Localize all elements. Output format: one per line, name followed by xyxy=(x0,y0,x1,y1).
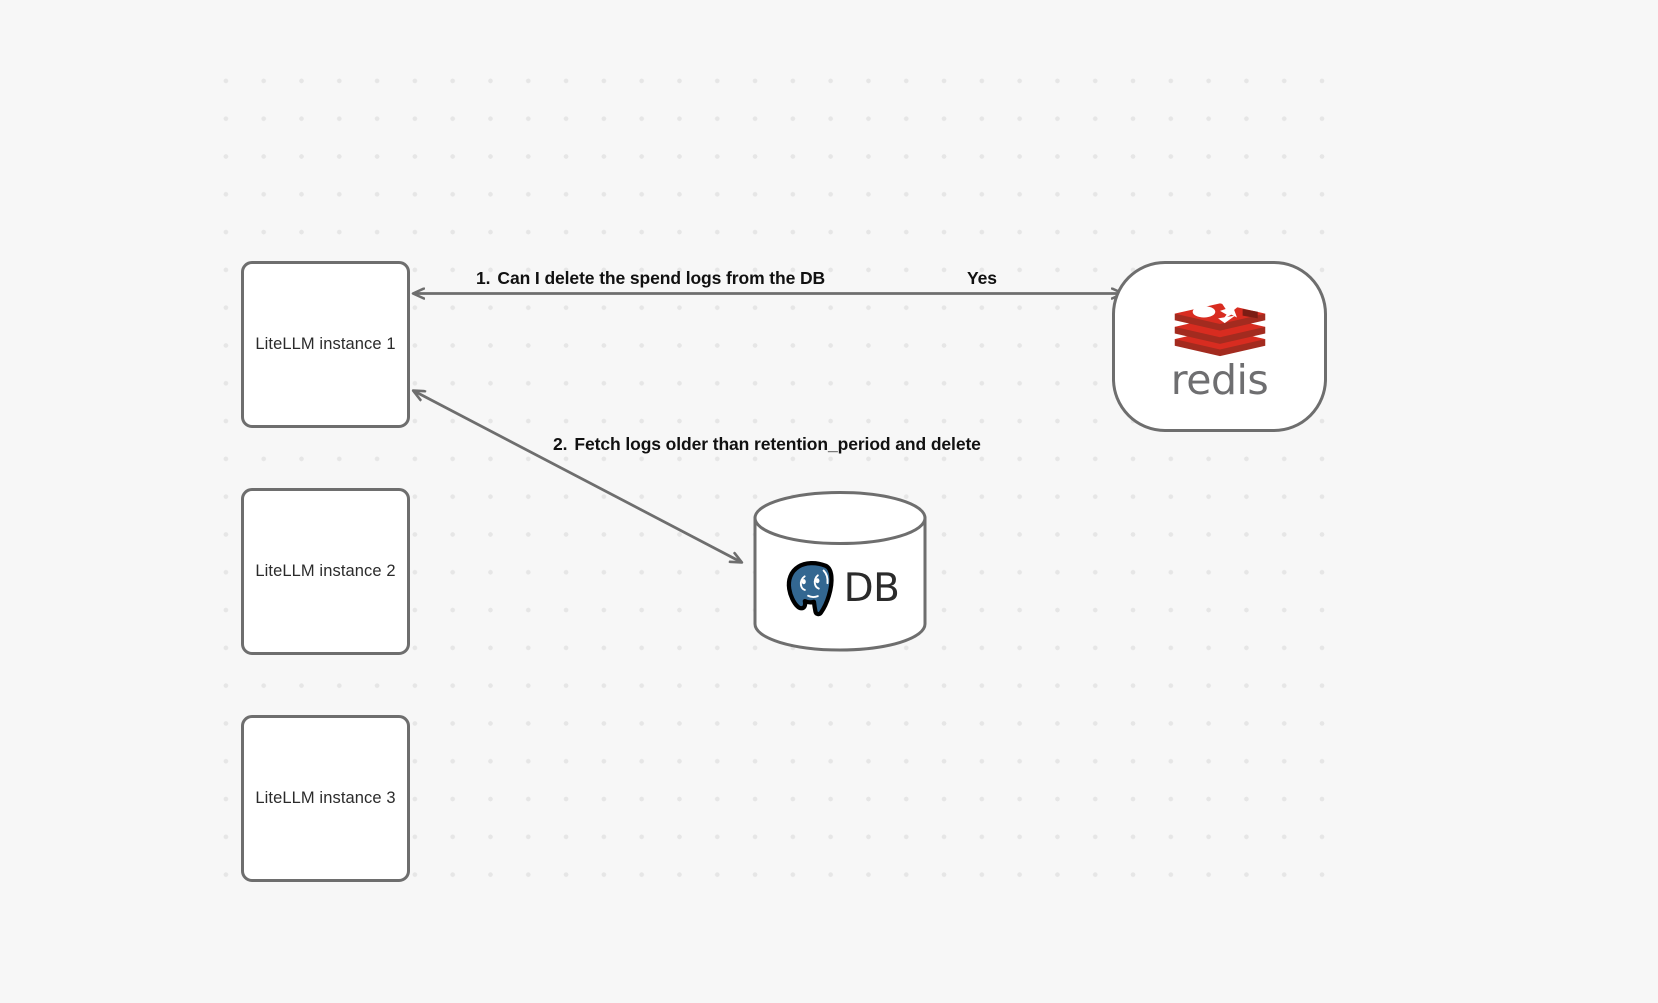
edge-line-instance1-db xyxy=(414,391,741,562)
database-logo-group: DB xyxy=(752,542,928,634)
edge-label-text: Fetch logs older than retention_period a… xyxy=(574,434,981,454)
edge-label-step-2: 2. Fetch logs older than retention_period… xyxy=(553,434,981,455)
edge-step-number: 2. xyxy=(553,434,568,454)
node-litellm-instance-2[interactable]: LiteLLM instance 2 xyxy=(241,488,410,655)
node-database[interactable]: DB xyxy=(752,490,928,652)
node-redis[interactable]: redis xyxy=(1112,261,1327,432)
cylinder-shape xyxy=(753,491,927,652)
redis-stack-icon xyxy=(1174,303,1265,357)
edge-label-text: Can I delete the spend logs from the DB xyxy=(497,268,826,288)
node-label: LiteLLM instance 2 xyxy=(255,561,396,580)
node-litellm-instance-3[interactable]: LiteLLM instance 3 xyxy=(241,715,410,882)
edge-step-number: 1. xyxy=(476,268,491,288)
node-label: LiteLLM instance 3 xyxy=(255,788,396,807)
redis-wordmark: redis xyxy=(1170,356,1269,404)
edge-label-reply-yes: Yes xyxy=(967,268,997,288)
postgresql-elephant-icon xyxy=(786,560,834,617)
edge-label-step-1: 1. Can I delete the spend logs from the D… xyxy=(476,268,825,289)
node-litellm-instance-1[interactable]: LiteLLM instance 1 xyxy=(241,261,410,428)
node-label: LiteLLM instance 1 xyxy=(255,334,396,353)
database-label: DB xyxy=(843,565,900,611)
